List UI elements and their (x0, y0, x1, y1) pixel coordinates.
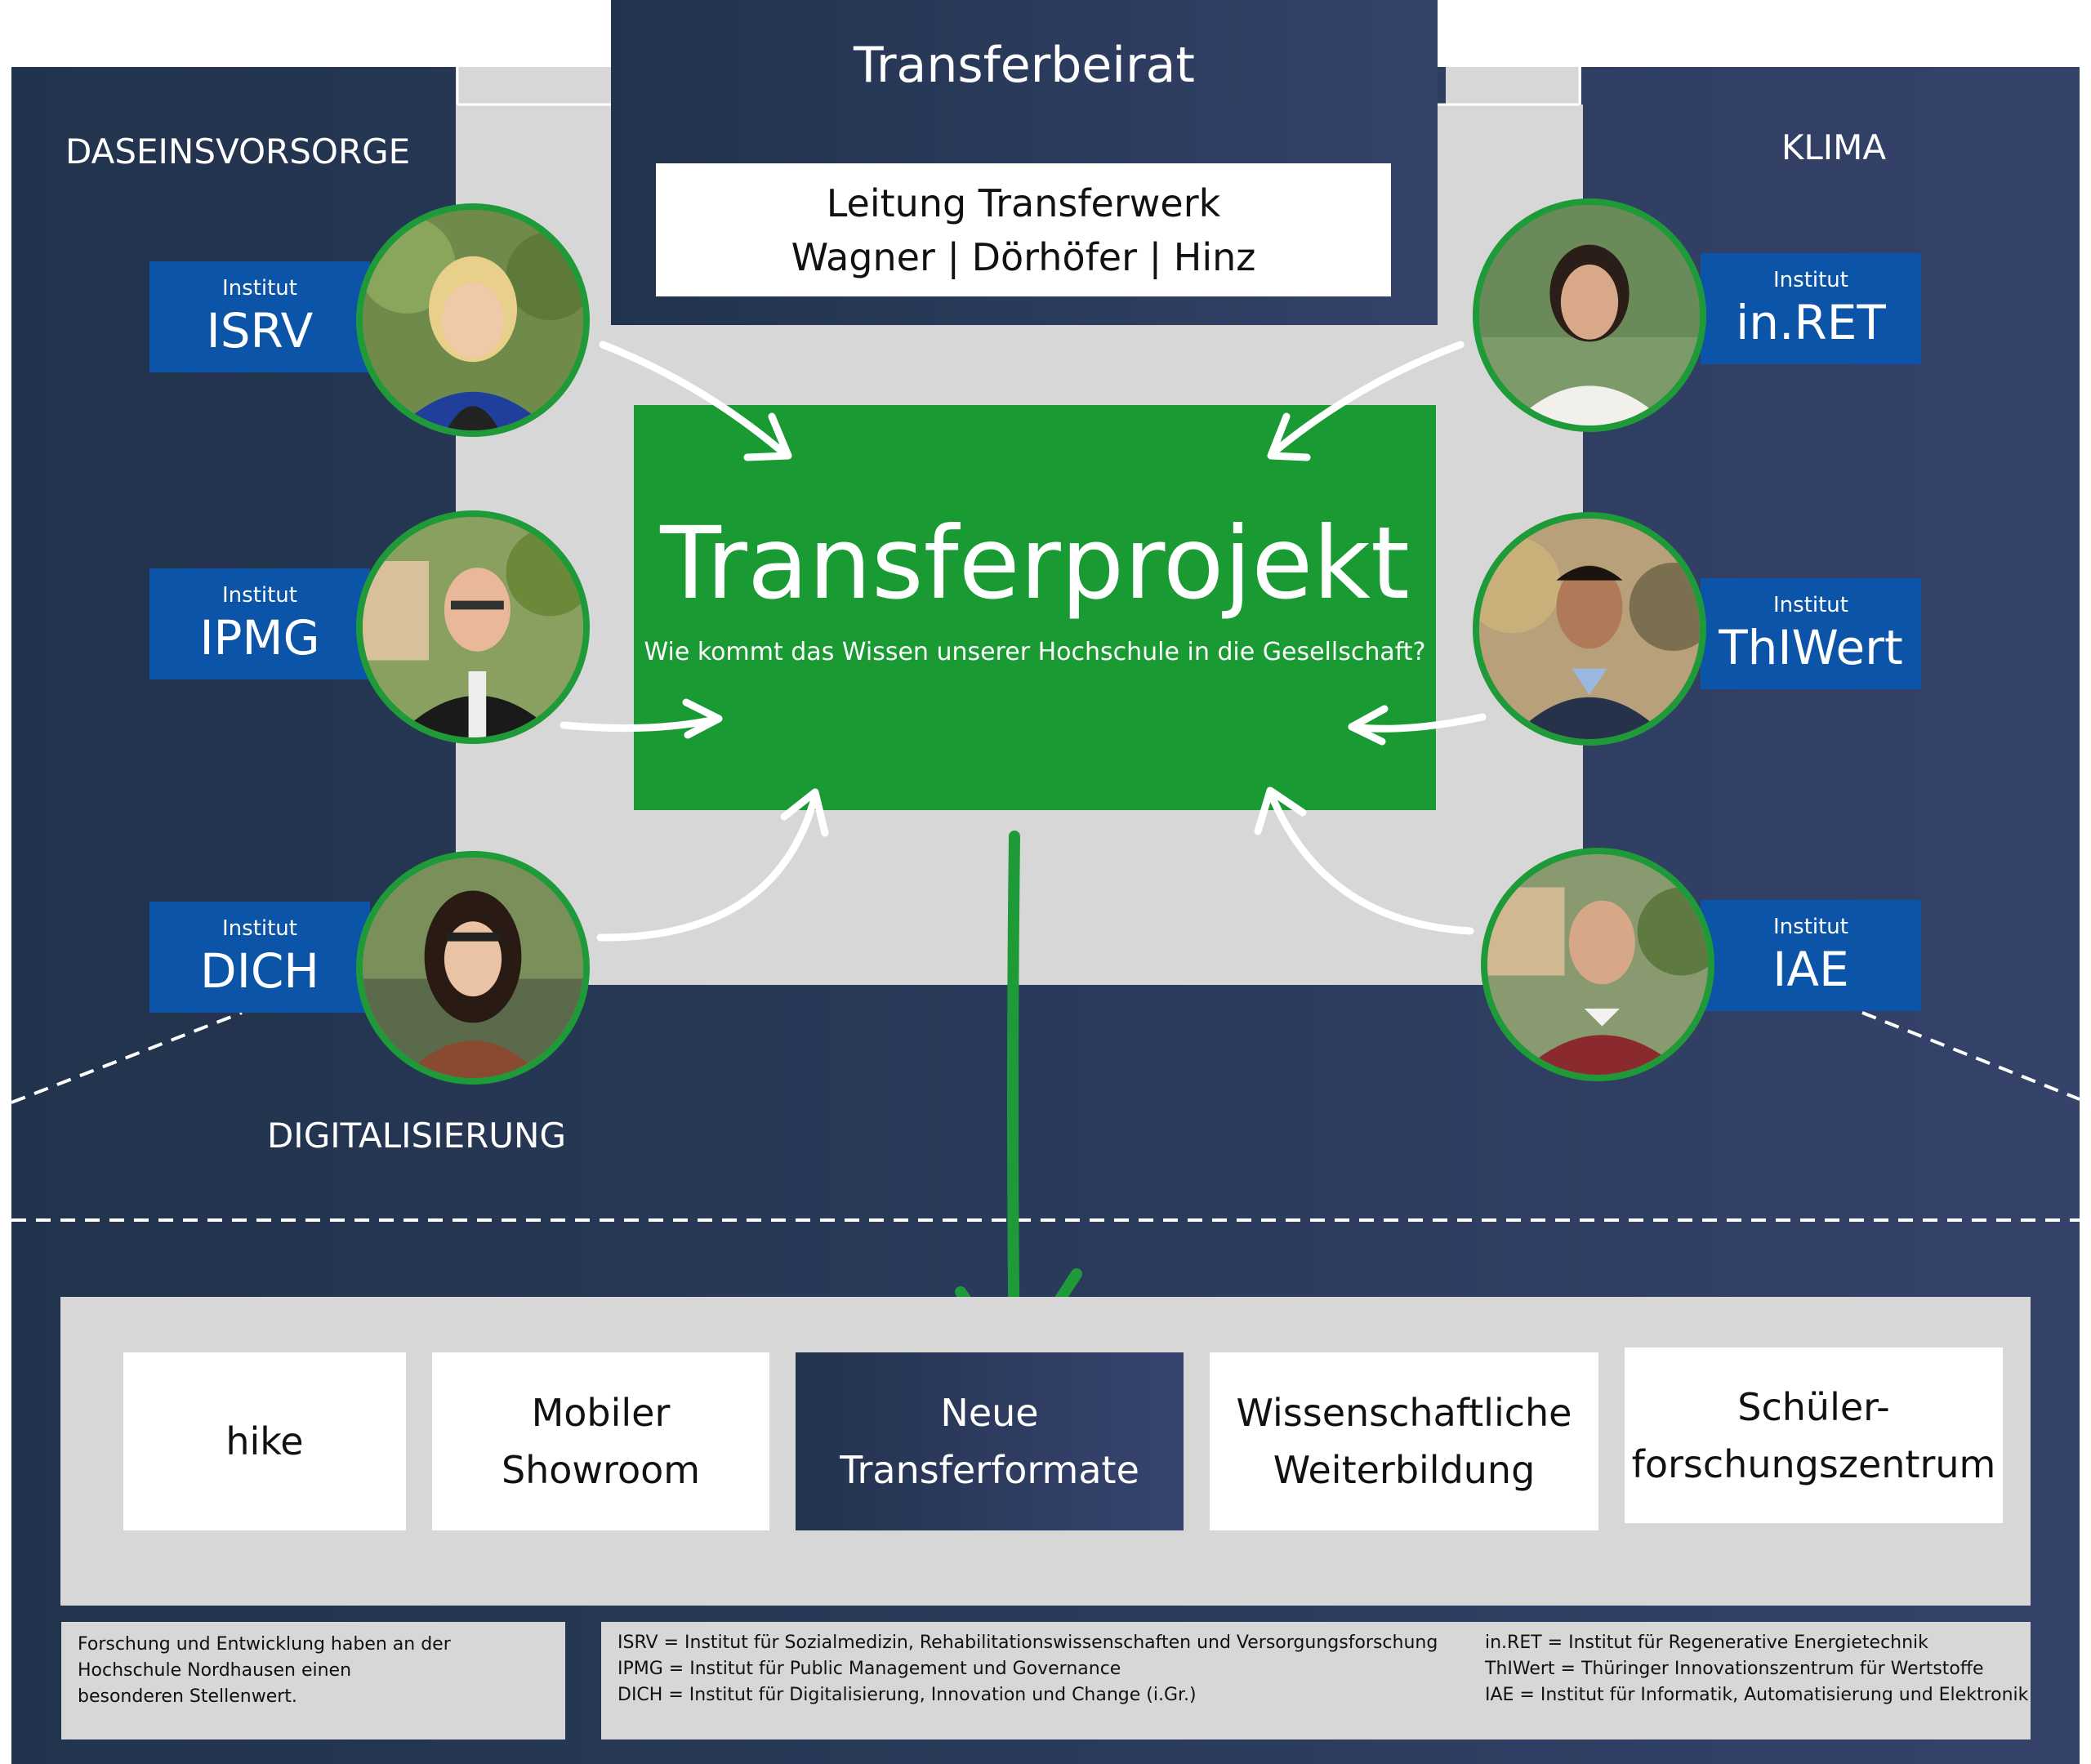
legend-right-column: in.RET = Institut für Regenerative Energ… (1485, 1630, 2028, 1708)
arrow-projekt-to-formats (961, 836, 1077, 1369)
legend-entry: in.RET = Institut für Regenerative Energ… (1485, 1630, 2028, 1656)
format-line-2: Transferformate (840, 1441, 1139, 1499)
format-line-1: Wissenschaftliche (1237, 1384, 1572, 1441)
format-box-schuelerforschungszentrum: Schüler- forschungszentrum (1625, 1348, 2003, 1523)
arrow-ipmg-to-projekt (564, 719, 719, 728)
format-line-2: forschungszentrum (1632, 1436, 1996, 1493)
arrow-inret-to-projekt (1273, 345, 1460, 453)
footer-intro-line: besonderen Stellenwert. (78, 1684, 549, 1710)
legend-left-column: ISRV = Institut für Sozialmedizin, Rehab… (617, 1630, 1438, 1708)
format-line-2: Showroom (502, 1441, 700, 1499)
legend-entry: IAE = Institut für Informatik, Automatis… (1485, 1682, 2028, 1708)
arrow-isrv-to-projekt (603, 345, 784, 453)
legend-entry: ISRV = Institut für Sozialmedizin, Rehab… (617, 1630, 1438, 1656)
format-line-1: Mobiler (532, 1384, 671, 1441)
footer-intro-line: Forschung und Entwicklung haben an der (78, 1632, 549, 1658)
legend-entry: ThIWert = Thüringer Innovationszentrum f… (1485, 1656, 2028, 1682)
footer-box-intro: Forschung und Entwicklung haben an der H… (61, 1622, 565, 1740)
format-line-1: hike (225, 1413, 303, 1470)
format-line-2: Weiterbildung (1273, 1441, 1536, 1499)
format-box-weiterbildung: Wissenschaftliche Weiterbildung (1210, 1352, 1598, 1530)
legend-entry: DICH = Institut für Digitalisierung, Inn… (617, 1682, 1438, 1708)
footer-box-legend: ISRV = Institut für Sozialmedizin, Rehab… (601, 1622, 2031, 1740)
format-box-mobiler-showroom: Mobiler Showroom (432, 1352, 769, 1530)
footer-intro-line: Hochschule Nordhausen einen (78, 1658, 549, 1684)
format-box-neue-transferformate: Neue Transferformate (796, 1352, 1184, 1530)
format-box-hike: hike (123, 1352, 406, 1530)
format-line-1: Schüler- (1737, 1379, 1889, 1436)
format-line-1: Neue (940, 1384, 1038, 1441)
legend-entry: IPMG = Institut für Public Management un… (617, 1656, 1438, 1682)
